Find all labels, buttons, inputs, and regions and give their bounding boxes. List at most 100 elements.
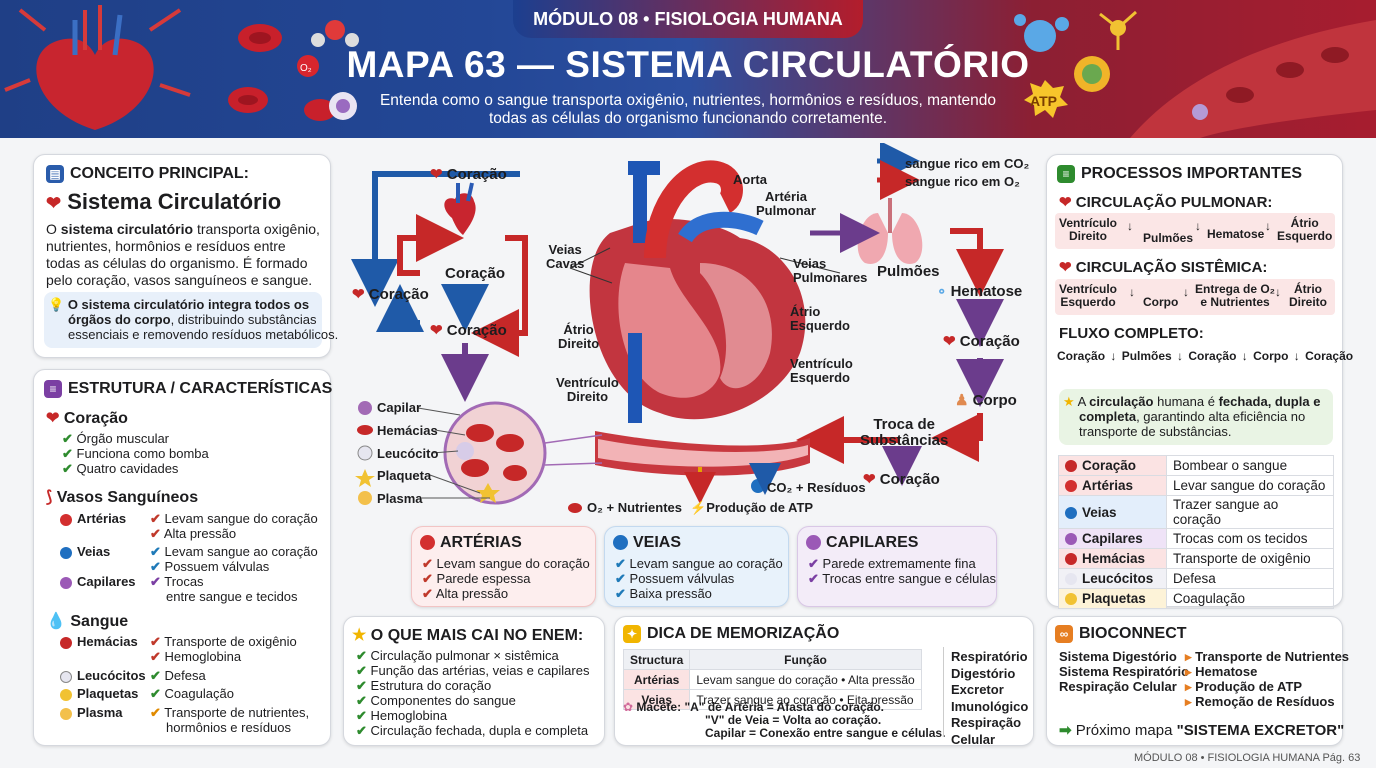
heart-item: Órgão muscular	[76, 431, 170, 446]
heart-icon: ❤	[352, 286, 365, 303]
pulmonary-step: Hematose	[1207, 227, 1265, 241]
table-cell-function: Trazer sangue ao coração	[1166, 495, 1334, 529]
document-icon: ▤	[46, 165, 64, 183]
arteries-box-item: Levam sangue do coração	[436, 556, 590, 571]
memo-cell: Veias	[622, 689, 691, 710]
capillaries-box-item: Trocas entre sangue e células	[822, 571, 996, 586]
pulmonary-step: Ventrículo Direito	[1059, 216, 1118, 243]
circulation-note	[1059, 389, 1333, 445]
color-dot-icon	[1065, 573, 1077, 586]
header-decoration: O₂ ATP	[4, 5, 1376, 138]
star-icon: ★	[352, 627, 367, 644]
arteries-list: ✔ Levam sangue do coração ✔ Alta pressão	[150, 511, 318, 541]
white-cells-list: ✔ Defesa	[150, 668, 206, 683]
memo-macete: ✿ Macete: "A" de Artéria = Afasta do cor…	[623, 700, 946, 740]
table-cell-name: Artérias	[1082, 478, 1134, 493]
memo-th: Função	[689, 649, 922, 670]
red-cell-icon	[357, 425, 373, 435]
white-cells-label: Leucócitos	[60, 668, 146, 683]
brain-icon: ✿	[623, 700, 634, 714]
heart-icon: ❤	[46, 193, 62, 213]
color-dot-icon	[1065, 533, 1077, 546]
pulmonary-heading: CIRCULAÇÃO PULMONAR:	[1075, 194, 1273, 211]
platelets-label: Plaquetas	[60, 686, 138, 701]
capillaries-box-item: Parede extremamente fina	[822, 556, 976, 571]
red-dot-icon	[420, 535, 435, 551]
co2-dot-icon	[751, 479, 765, 493]
label-pulmonary-veins: Veias Pulmonares	[793, 256, 868, 285]
label-right-atrium: Átrio Direito	[558, 322, 600, 351]
heart-icon: ❤	[430, 166, 443, 183]
red-cell-icon	[238, 24, 282, 52]
heart-row: ❤ Coração	[46, 408, 128, 428]
table-cell-name: Leucócitos	[1082, 571, 1154, 586]
plasma-icon	[358, 491, 372, 505]
red-flow-arrow	[931, 413, 983, 462]
tip-line-2: , distribuindo substâncias	[170, 312, 317, 327]
header-banner: O₂ ATP MÓDULO 08 • FISIOLOGIA HUMANA MAP…	[0, 0, 1376, 138]
capillaries-list: ✔ Trocas entre sangue e tecidos	[150, 574, 298, 604]
memo-cell: Artérias	[622, 669, 691, 690]
concept-text-1: O	[46, 221, 57, 237]
heart-icon: ❤	[1059, 259, 1072, 276]
flux-heading: FLUXO COMPLETO:	[1059, 325, 1204, 342]
memo-th: Structura	[622, 649, 691, 670]
blue-flow-arrow	[376, 284, 424, 332]
lightning-icon: ⚡	[690, 500, 707, 515]
label-hematose: ∘ Hematose	[937, 283, 1023, 300]
blood-label: Sangue	[70, 613, 129, 630]
concept-title: Sistema Circulatório	[67, 189, 282, 214]
table-cell-function: Defesa	[1166, 568, 1334, 589]
heart-icon: ❤	[1059, 194, 1072, 211]
label-right-ventricle: Ventrículo Direito	[556, 375, 619, 404]
blue-dot-icon	[613, 535, 628, 551]
heart-icon: ❤	[430, 322, 443, 339]
arrow-right-icon: ➡	[1059, 722, 1072, 739]
bioconnect-heading: BIOCONNECT	[1079, 625, 1187, 643]
color-dot-icon	[1065, 460, 1077, 473]
label-body: ♟ Corpo	[955, 392, 1017, 409]
white-cell-icon	[329, 92, 357, 120]
blood-row: 💧 Sangue	[46, 611, 128, 631]
atp-star-icon: ATP	[1024, 80, 1068, 118]
enem-item: Circulação fechada, dupla e completa	[370, 723, 589, 738]
o2-bubble-icon: O₂	[297, 55, 319, 77]
label-o2-nutrients: O₂ + Nutrientes	[587, 500, 682, 515]
lightbulb-icon: 💡	[48, 297, 65, 312]
functions-table-row: Leucócitos Defesa	[1058, 568, 1334, 589]
body-icon: ♟	[955, 392, 969, 409]
label-plasma: Plasma	[377, 491, 423, 506]
label-vena-cava: Veias Cavas	[546, 242, 585, 271]
o2-cell-icon	[568, 503, 582, 513]
table-cell-function: Transporte de oxigênio	[1166, 548, 1334, 569]
concept-heading-row: ▤CONCEITO PRINCIPAL:	[46, 165, 249, 183]
heart-anatomy-illustration	[589, 160, 806, 423]
concept-text-1b: sistema circulatório	[60, 221, 194, 237]
processes-card: ≡PROCESSOS IMPORTANTES ❤ CIRCULAÇÃO PULM…	[1046, 154, 1353, 609]
plasma-label: Plasma	[60, 705, 123, 720]
legend-blue-text: sangue rico em CO₂	[905, 156, 1030, 171]
label-leucocyte: Leucócito	[377, 446, 439, 461]
systemic-heading: CIRCULAÇÃO SISTÊMICA:	[1075, 259, 1268, 276]
next-map-link[interactable]: ➡ Próximo mapa "SISTEMA EXCRETOR"	[1059, 722, 1345, 739]
small-heart-icon	[444, 182, 476, 235]
concept-text-3: todas as células do organismo. É formado	[46, 255, 308, 271]
label-heart-right-1: ❤ Coração	[943, 333, 1020, 350]
molecule-icon	[1099, 10, 1137, 50]
heart-list: ✔ Órgão muscular ✔ Funciona como bomba ✔…	[62, 431, 209, 476]
vessels-label: Vasos Sanguíneos	[56, 489, 199, 506]
color-dot-icon	[1065, 553, 1077, 566]
pulmonary-flow	[1055, 213, 1335, 249]
table-cell-function: Trocas com os tecidos	[1166, 528, 1334, 549]
table-cell-name: Coração	[1082, 458, 1137, 473]
veins-box-item: Levam sangue ao coração	[629, 556, 783, 571]
systemic-step: Átrio Direito	[1289, 282, 1328, 309]
enem-item: Circulação pulmonar × sistêmica	[370, 648, 559, 663]
color-dot-icon	[1065, 506, 1077, 519]
capillaries-box: CAPILARES ✔ Parede extremamente fina ✔ T…	[797, 526, 997, 607]
red-flow-arrow	[471, 235, 528, 357]
capillary-dot-icon	[358, 401, 372, 415]
